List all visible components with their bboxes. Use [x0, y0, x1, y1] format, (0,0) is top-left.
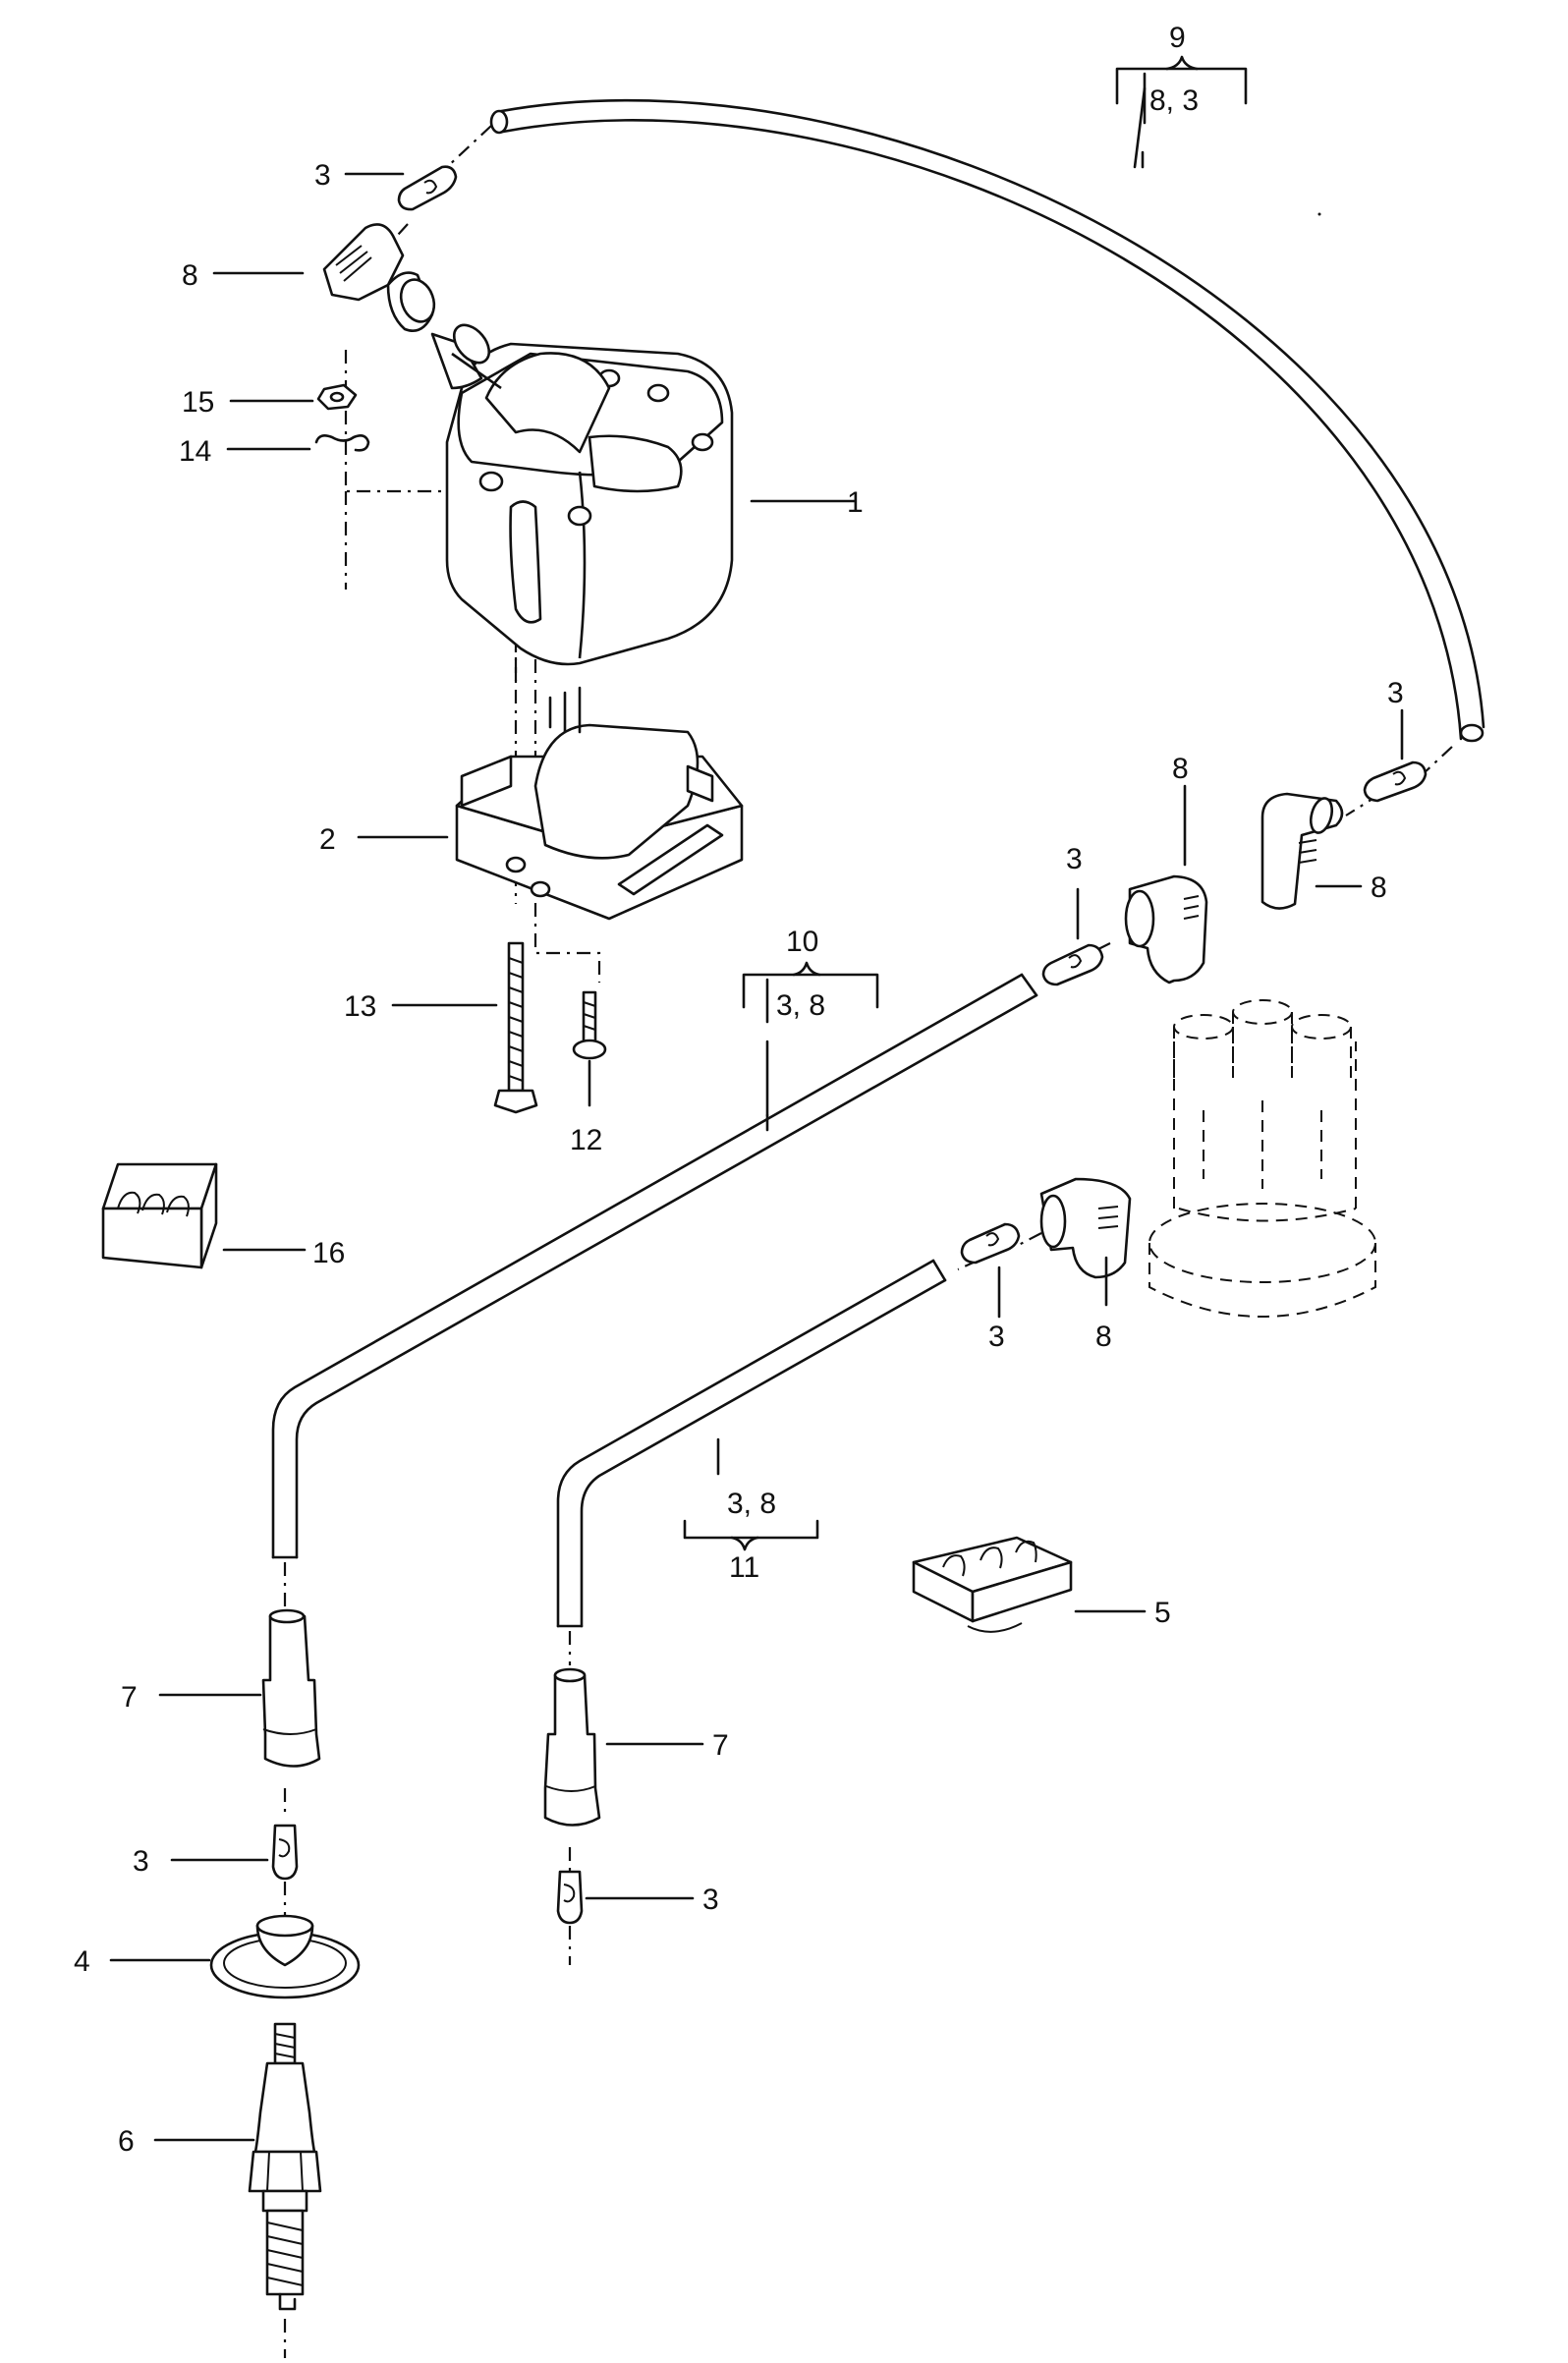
callout-5: 5: [1154, 1597, 1171, 1629]
spark-plug-connector-7-left: [261, 1608, 321, 1768]
spark-plug-connector-7-mid: [543, 1667, 601, 1827]
terminal-3-lead11: [960, 1222, 1021, 1265]
callout-7: 7: [712, 1729, 729, 1762]
callout-12: 12: [570, 1124, 602, 1156]
leader-lines: [109, 86, 1404, 2142]
callout-14: 14: [179, 435, 211, 468]
assembly-9-number: 9: [1169, 22, 1186, 54]
terminal-3-lead10: [1041, 943, 1104, 986]
callout-3: 3: [1066, 843, 1083, 875]
control-unit-2: [455, 686, 744, 921]
bolt-13: [493, 941, 538, 1114]
distributor-cap-outline: [1148, 999, 1376, 1318]
callout-13: 13: [344, 990, 376, 1023]
callout-8: 8: [182, 259, 198, 292]
bracket-9: [1115, 55, 1248, 125]
clip-16: [101, 1162, 218, 1269]
callout-8: 8: [1095, 1321, 1112, 1353]
distributor-plug-8-right: [1260, 792, 1344, 910]
nut-15: [316, 383, 358, 411]
washer-14: [314, 434, 370, 452]
callout-3: 3: [1387, 677, 1404, 709]
screw-12: [572, 990, 607, 1060]
callout-3: 3: [314, 159, 331, 192]
callout-3: 3: [133, 1845, 149, 1878]
callout-labels: 3 8 15 14 1 2 13 12 16 3 8 8 3 3 8 5 7 7…: [74, 22, 1404, 2158]
assembly-10-parts: 3, 8: [776, 989, 825, 1022]
callout-6: 6: [118, 2125, 135, 2158]
ignition-coil-1: [430, 323, 734, 666]
callout-3: 3: [702, 1884, 719, 1916]
terminal-3-bottom-left: [271, 1824, 299, 1881]
speck: [1317, 212, 1321, 216]
callout-8: 8: [1172, 753, 1189, 785]
terminal-3-top: [397, 165, 458, 211]
terminal-3-bottom-mid: [556, 1870, 584, 1925]
callout-16: 16: [312, 1237, 345, 1269]
callout-7: 7: [121, 1681, 138, 1714]
callout-15: 15: [182, 386, 214, 419]
coil-plug-8: [322, 223, 436, 332]
assembly-11-number: 11: [729, 1551, 759, 1584]
shield-4: [209, 1914, 361, 1999]
ignition-lead-10: [271, 973, 1038, 1559]
callout-3: 3: [988, 1321, 1005, 1353]
callout-4: 4: [74, 1945, 90, 1978]
callout-1: 1: [847, 486, 864, 519]
bracket-11: [683, 1519, 819, 1551]
ignition-lead-9: [489, 98, 1485, 743]
bracket-10: [742, 961, 879, 1024]
terminal-3-right: [1363, 760, 1428, 803]
assembly-10-number: 10: [786, 926, 818, 958]
callout-2: 2: [319, 823, 336, 856]
assembly-9-parts: 8, 3: [1149, 84, 1199, 117]
callout-8: 8: [1371, 872, 1387, 904]
spark-plug-6: [248, 2022, 322, 2311]
clip-5: [912, 1536, 1073, 1633]
distributor-plug-8-lead10: [1124, 874, 1208, 985]
assembly-11-parts: 3, 8: [727, 1488, 776, 1520]
distributor-plug-8-lead11: [1039, 1177, 1132, 1279]
ignition-lead-11: [556, 1259, 947, 1628]
